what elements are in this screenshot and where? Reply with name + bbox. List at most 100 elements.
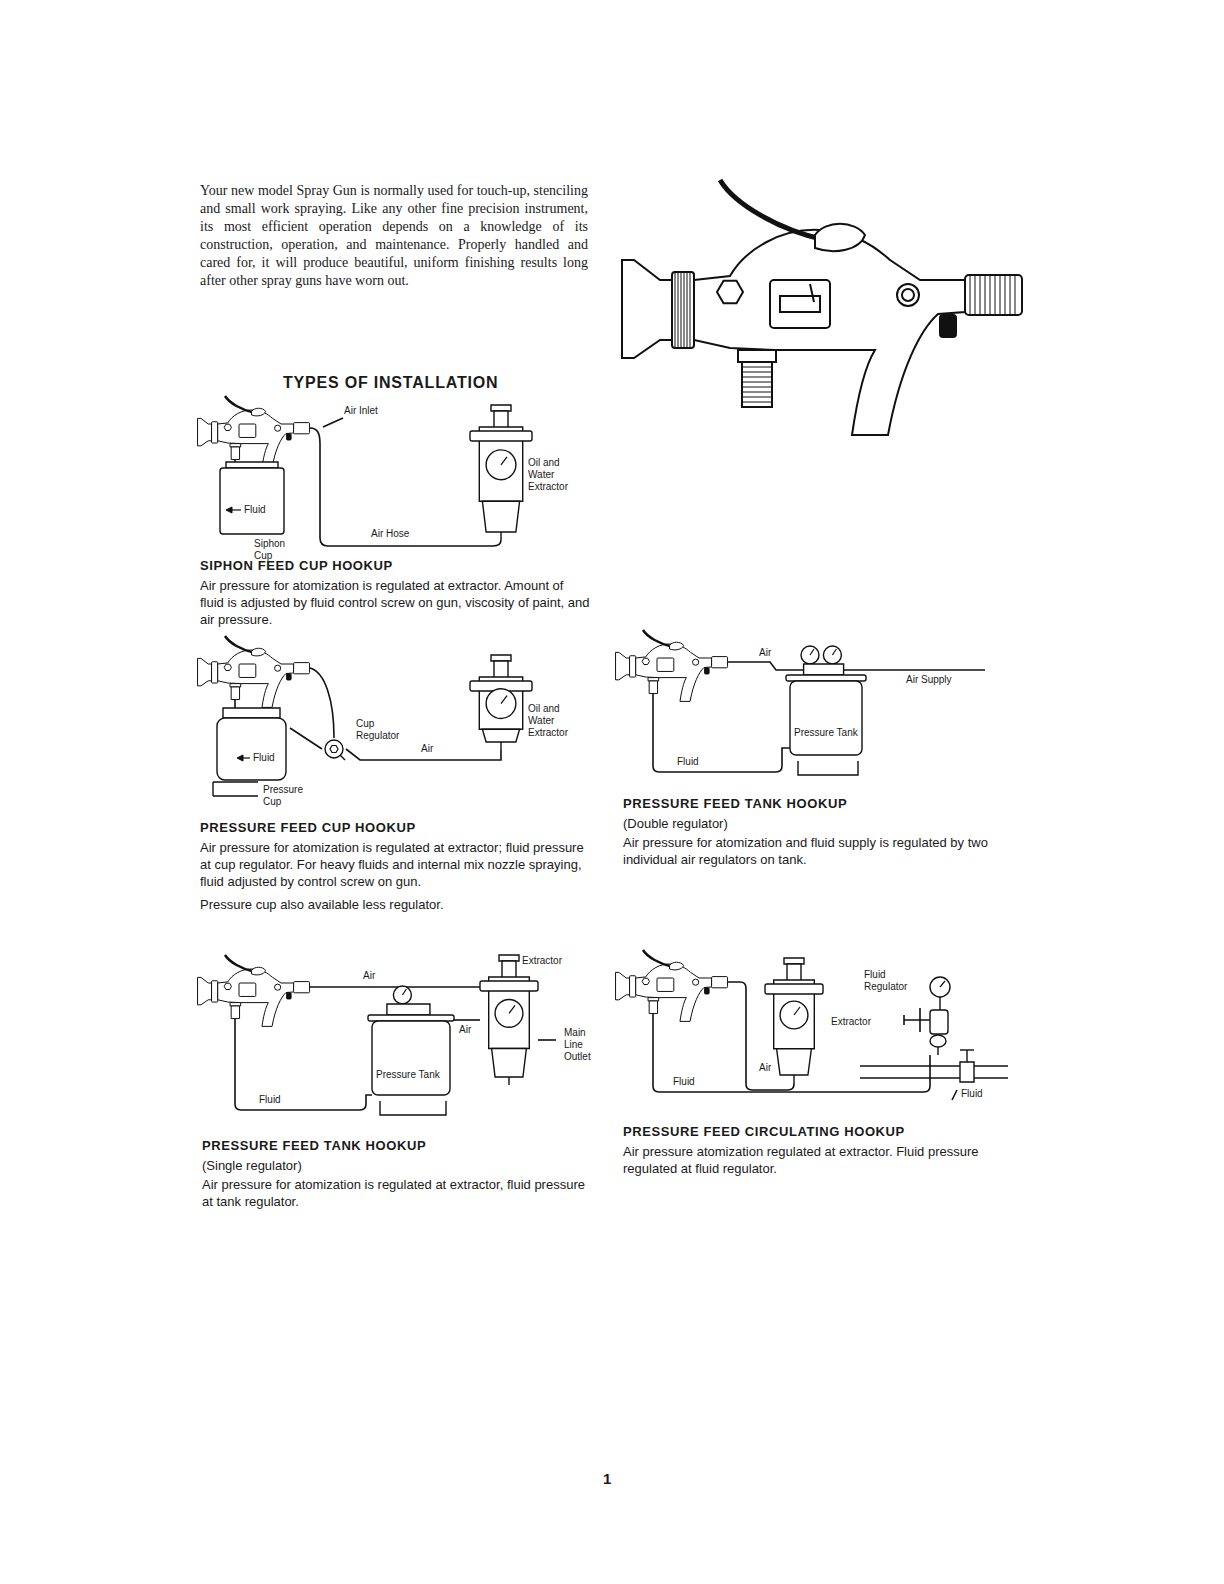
- component-label: Extractor: [831, 1016, 871, 1028]
- hose-label: Fluid: [960, 1088, 984, 1100]
- extractor-ports: [480, 981, 538, 991]
- fluid-inlet-thread: [649, 681, 657, 694]
- spray-gun-small: [616, 630, 728, 701]
- regulator-knob: [340, 755, 345, 760]
- gauge-needle: [501, 457, 507, 465]
- extractor: ExtractorMain Line Outlet: [480, 955, 538, 1085]
- gauge-needle: [794, 1007, 800, 1015]
- regulator-pipe: [937, 1047, 938, 1055]
- needle-window: [657, 658, 674, 671]
- extractor-cap: [491, 405, 511, 411]
- oil-water-extractor: Oil and Water Extractor: [470, 655, 532, 750]
- hex-nut: [642, 978, 649, 984]
- fluid-inlet-thread: [231, 1006, 239, 1019]
- fluid-inlet-thread: [231, 687, 239, 700]
- needle-window: [239, 424, 256, 437]
- knurled-ring: [212, 662, 218, 683]
- hex-nut: [642, 658, 649, 664]
- knurl-stroke: [980, 275, 981, 315]
- extractor-knob: [494, 661, 508, 679]
- extractor-knob: [787, 964, 801, 982]
- trigger-loop: [670, 962, 684, 970]
- component-label: Oil and Water Extractor: [528, 457, 568, 493]
- air-inlet-thread: [712, 977, 728, 988]
- air-cap: [616, 972, 630, 999]
- fluid-inlet-collar: [230, 444, 241, 447]
- gauge-needle: [509, 1005, 515, 1013]
- cup-lid: [223, 708, 280, 718]
- valve-handle: [966, 1050, 967, 1062]
- hose-label: Air Supply: [905, 674, 953, 686]
- knurl-stroke: [681, 272, 682, 348]
- component-label: Pressure Tank: [376, 1069, 440, 1081]
- control-screw: [693, 979, 699, 985]
- extractor-knob: [494, 411, 508, 429]
- tank-lid: [786, 675, 866, 681]
- spray-gun-small: [198, 396, 310, 467]
- adjust-knob: [287, 674, 291, 680]
- pressure-tank: Pressure Tank: [368, 985, 454, 1115]
- hose-line: [860, 1065, 1008, 1067]
- section-heading: PRESSURE FEED TANK HOOKUP: [623, 796, 1013, 812]
- thread-stroke: [742, 382, 772, 383]
- fluid-inlet-thread: [231, 447, 239, 460]
- gun-body: [636, 644, 712, 701]
- trigger-lever: [225, 396, 254, 413]
- gun-body: [218, 650, 294, 707]
- knurl-stroke: [970, 275, 971, 315]
- hex-nut: [717, 281, 743, 304]
- control-screw-inner: [902, 289, 914, 301]
- knurled-ring: [212, 422, 218, 443]
- hose-connector: [454, 1019, 480, 1021]
- air-inlet-thread: [965, 275, 1022, 315]
- air-cap: [198, 418, 212, 445]
- knurled-ring: [212, 981, 218, 1002]
- thread-stroke: [742, 392, 772, 393]
- hose-line: [234, 700, 236, 708]
- extractor-bowl: [777, 1049, 812, 1075]
- part-label: Air Inlet: [343, 405, 379, 417]
- gauge-needle: [501, 696, 507, 704]
- knurl-stroke: [1005, 275, 1006, 315]
- subheading: (Single regulator): [202, 1157, 592, 1174]
- fluid-inlet-collar: [648, 678, 659, 681]
- tank-base: [380, 1101, 446, 1115]
- page-number: 1: [603, 1470, 611, 1487]
- oil-water-extractor-outline: [470, 405, 532, 540]
- knurl-stroke: [675, 272, 676, 348]
- trigger-loop: [252, 648, 266, 656]
- hose-line: [235, 1019, 372, 1110]
- component-label: Oil and Water Extractor: [528, 703, 568, 739]
- knurl-stroke: [678, 272, 679, 348]
- valve-handle: [960, 1049, 974, 1050]
- extractor-outline: [765, 958, 823, 1083]
- knurl-stroke: [687, 272, 688, 348]
- hose-label: Air: [758, 1062, 772, 1074]
- extractor-drain: [793, 1075, 794, 1083]
- fluid-inlet-collar: [230, 684, 241, 687]
- adjust-knob: [705, 668, 709, 674]
- extractor-gauge: [486, 450, 516, 480]
- oil-water-extractor: Oil and Water Extractor: [470, 405, 532, 540]
- description: Air pressure atomization regulated at ex…: [623, 1143, 1013, 1177]
- trigger-loop: [252, 967, 266, 975]
- trigger-loop: [252, 408, 266, 416]
- hose-label: Air: [758, 647, 772, 659]
- gauge-needle: [810, 649, 814, 655]
- hex-nut: [224, 983, 231, 989]
- regulator-nut: [330, 746, 338, 753]
- lower-valve: [930, 1035, 946, 1047]
- fluid-inlet-thread: [742, 362, 772, 407]
- component-label: Fluid: [253, 752, 275, 764]
- knurl-stroke: [975, 275, 976, 315]
- fluid-regulator: Fluid Regulator: [898, 975, 958, 1055]
- spray-gun-small: [198, 636, 310, 707]
- pressure-tank: Pressure Tank: [786, 645, 866, 775]
- gun-body: [694, 230, 965, 435]
- hose-line: [844, 669, 985, 671]
- knurl-stroke: [985, 275, 986, 315]
- component-label: Pressure Cup: [263, 784, 303, 808]
- air-cap: [616, 652, 630, 679]
- air-cap: [198, 977, 212, 1004]
